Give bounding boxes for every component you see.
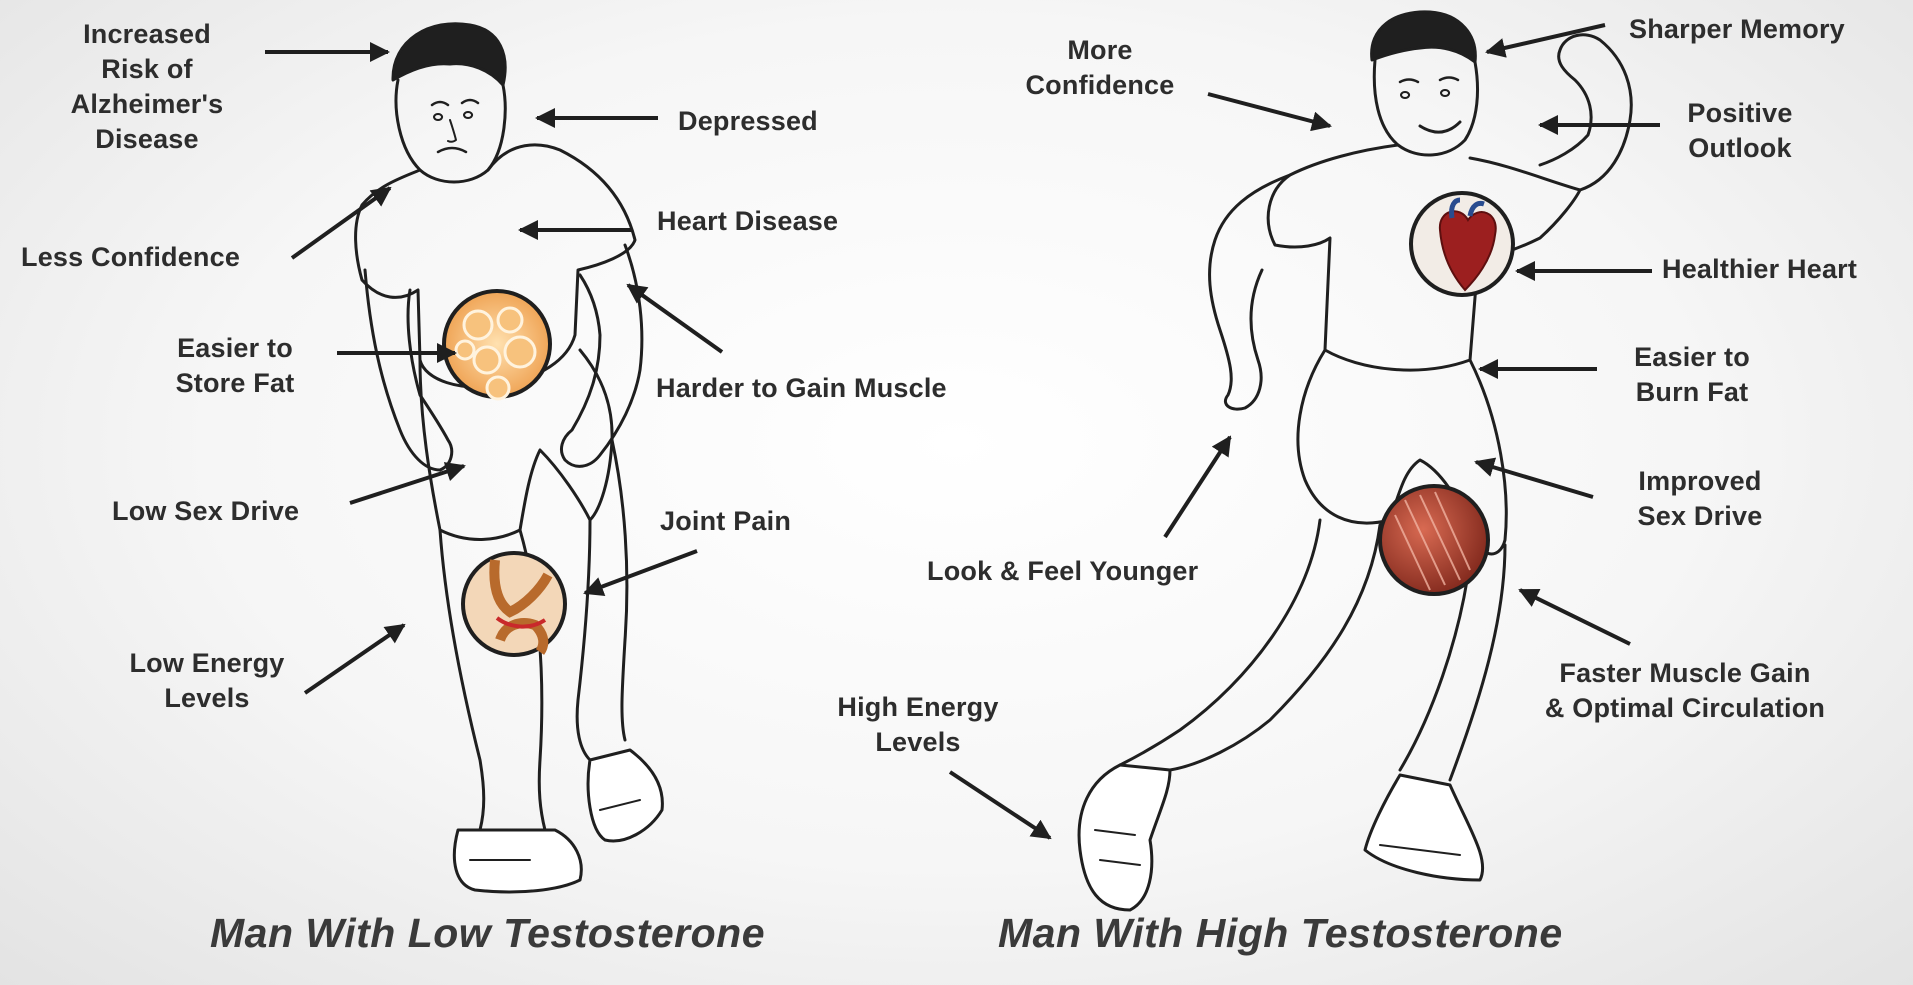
high-arm-flex bbox=[1470, 35, 1631, 190]
muscle-fiber-inset bbox=[1380, 486, 1488, 594]
label-more-confidence: More Confidence bbox=[1010, 33, 1190, 103]
label-store-fat: Easier to Store Fat bbox=[150, 331, 320, 401]
high-arm-swing bbox=[1210, 175, 1290, 409]
label-alzheimers: Increased Risk of Alzheimer's Disease bbox=[62, 17, 232, 157]
high-testosterone-figure bbox=[1079, 12, 1631, 910]
low-arm-left bbox=[365, 270, 452, 470]
arrow-energy-high bbox=[950, 772, 1050, 838]
label-muscle-gain: Faster Muscle Gain & Optimal Circulation bbox=[1505, 656, 1865, 726]
arrow-muscle bbox=[1520, 590, 1630, 644]
knee-joint-inset bbox=[463, 553, 565, 655]
arrow-less-confidence bbox=[292, 188, 390, 258]
label-energy-low: Low Energy Levels bbox=[112, 646, 302, 716]
caption-low-testosterone: Man With Low Testosterone bbox=[210, 910, 765, 957]
arrow-joint-pain bbox=[585, 551, 697, 593]
label-energy-high: High Energy Levels bbox=[808, 690, 1028, 760]
caption-high-testosterone: Man With High Testosterone bbox=[998, 910, 1563, 957]
high-head bbox=[1374, 60, 1477, 155]
label-sex-drive-high: Improved Sex Drive bbox=[1612, 464, 1788, 534]
arrow-energy-low bbox=[305, 625, 404, 693]
label-outlook: Positive Outlook bbox=[1675, 96, 1805, 166]
label-less-confidence: Less Confidence bbox=[21, 240, 240, 275]
high-hair bbox=[1372, 12, 1476, 62]
label-burn-fat: Easier to Burn Fat bbox=[1612, 340, 1772, 410]
low-shoes bbox=[454, 750, 662, 892]
arrow-more-confidence bbox=[1208, 94, 1330, 126]
arrow-younger bbox=[1165, 437, 1230, 537]
fat-cells-inset bbox=[444, 291, 550, 399]
low-hair bbox=[393, 24, 505, 85]
label-sex-drive-low: Low Sex Drive bbox=[112, 494, 299, 529]
healthy-heart-inset bbox=[1411, 193, 1513, 295]
low-arm-right bbox=[561, 245, 641, 466]
label-healthier-heart: Healthier Heart bbox=[1662, 252, 1857, 287]
arrow-memory bbox=[1487, 25, 1605, 52]
label-memory: Sharper Memory bbox=[1629, 12, 1845, 47]
high-shoes bbox=[1079, 765, 1483, 910]
label-heart-disease: Heart Disease bbox=[657, 204, 838, 239]
label-joint-pain: Joint Pain bbox=[660, 504, 791, 539]
label-depressed: Depressed bbox=[678, 104, 818, 139]
low-testosterone-figure bbox=[356, 24, 663, 892]
arrow-sex-drive bbox=[350, 466, 464, 503]
label-gain-muscle: Harder to Gain Muscle bbox=[656, 371, 947, 406]
label-younger: Look & Feel Younger bbox=[927, 554, 1198, 589]
arrow-sex-drive-high bbox=[1476, 462, 1593, 497]
